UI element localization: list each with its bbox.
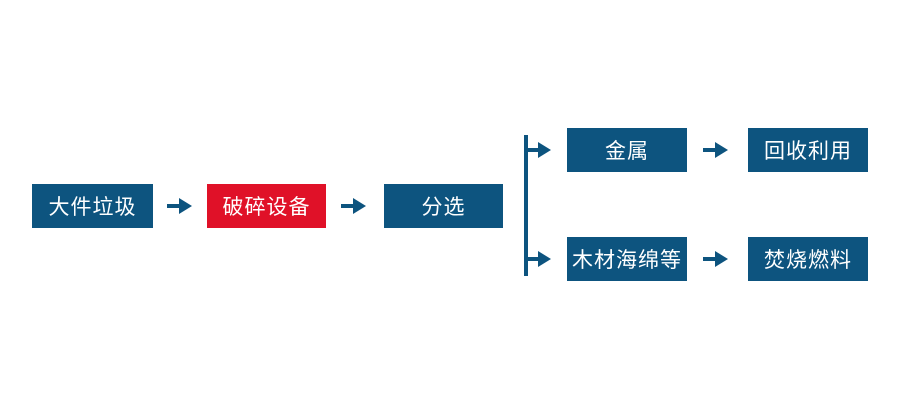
arrow-right-icon: [167, 196, 193, 216]
node-metal: 金属: [567, 128, 687, 172]
arrow-right-icon: [526, 140, 552, 160]
node-label: 木材海绵等: [572, 249, 682, 272]
node-label: 分选: [421, 196, 466, 219]
node-recycling: 回收利用: [748, 128, 868, 172]
node-crushing-equipment: 破碎设备: [207, 184, 326, 228]
node-label: 大件垃圾: [48, 196, 137, 219]
node-label: 回收利用: [764, 140, 852, 163]
node-wood-sponge: 木材海绵等: [567, 237, 687, 281]
arrow-right-icon: [703, 249, 729, 269]
node-label: 金属: [605, 140, 649, 163]
node-sorting: 分选: [384, 184, 503, 228]
node-label: 焚烧燃料: [764, 249, 852, 272]
arrow-right-icon: [526, 249, 552, 269]
arrow-right-icon: [703, 140, 729, 160]
node-label: 破碎设备: [222, 196, 311, 219]
branch-connector-line: [524, 135, 528, 276]
node-incineration-fuel: 焚烧燃料: [748, 237, 868, 281]
node-bulky-waste: 大件垃圾: [32, 184, 153, 228]
arrow-right-icon: [341, 196, 367, 216]
